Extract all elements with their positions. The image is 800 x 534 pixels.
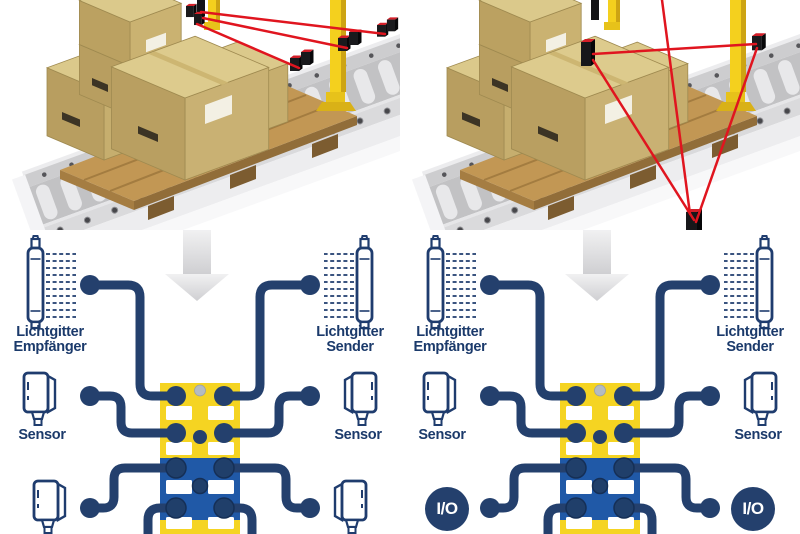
conveyor-scene-crossed-beams [409, 0, 800, 230]
label-light-curtain-receiver: Lichtgitter Empfänger [13, 324, 87, 355]
label-sensor-right: Sensor [734, 427, 782, 443]
label-light-curtain-receiver: Lichtgitter Empfänger [413, 324, 487, 355]
conveyor-pallet-boxes [9, 0, 400, 230]
label-sensor-left: Sensor [418, 427, 466, 443]
wiring-diagram-right-graphic [400, 230, 800, 534]
conveyor-scene-parallel-beams [9, 0, 400, 230]
sensor-bracket-icon [197, 0, 205, 16]
light-beams-parallel [195, 10, 387, 70]
label-light-curtain-sender: Lichtgitter Sender [316, 324, 384, 355]
io-module-with-cables [24, 230, 376, 534]
io-module-with-cables [424, 230, 776, 534]
sensor-icon-bottom-left [32, 479, 67, 534]
wiring-diagram-left-graphic [0, 230, 400, 534]
label-sensor-right: Sensor [334, 427, 382, 443]
light-beams-crossed [591, 0, 759, 224]
sensor-bracket-icon [591, 0, 599, 20]
io-badge-left: I/O [425, 487, 469, 531]
wiring-diagram-left: Lichtgitter Empfänger Lichtgitter Sender… [0, 230, 400, 534]
io-badge-right: I/O [731, 487, 775, 531]
label-light-curtain-sender: Lichtgitter Sender [716, 324, 784, 355]
conveyor-pallet-boxes [409, 0, 800, 230]
label-sensor-left: Sensor [18, 427, 66, 443]
sensor-icon-bottom-right [333, 479, 368, 534]
wiring-diagram-right: Lichtgitter Empfänger Lichtgitter Sender… [400, 230, 800, 534]
